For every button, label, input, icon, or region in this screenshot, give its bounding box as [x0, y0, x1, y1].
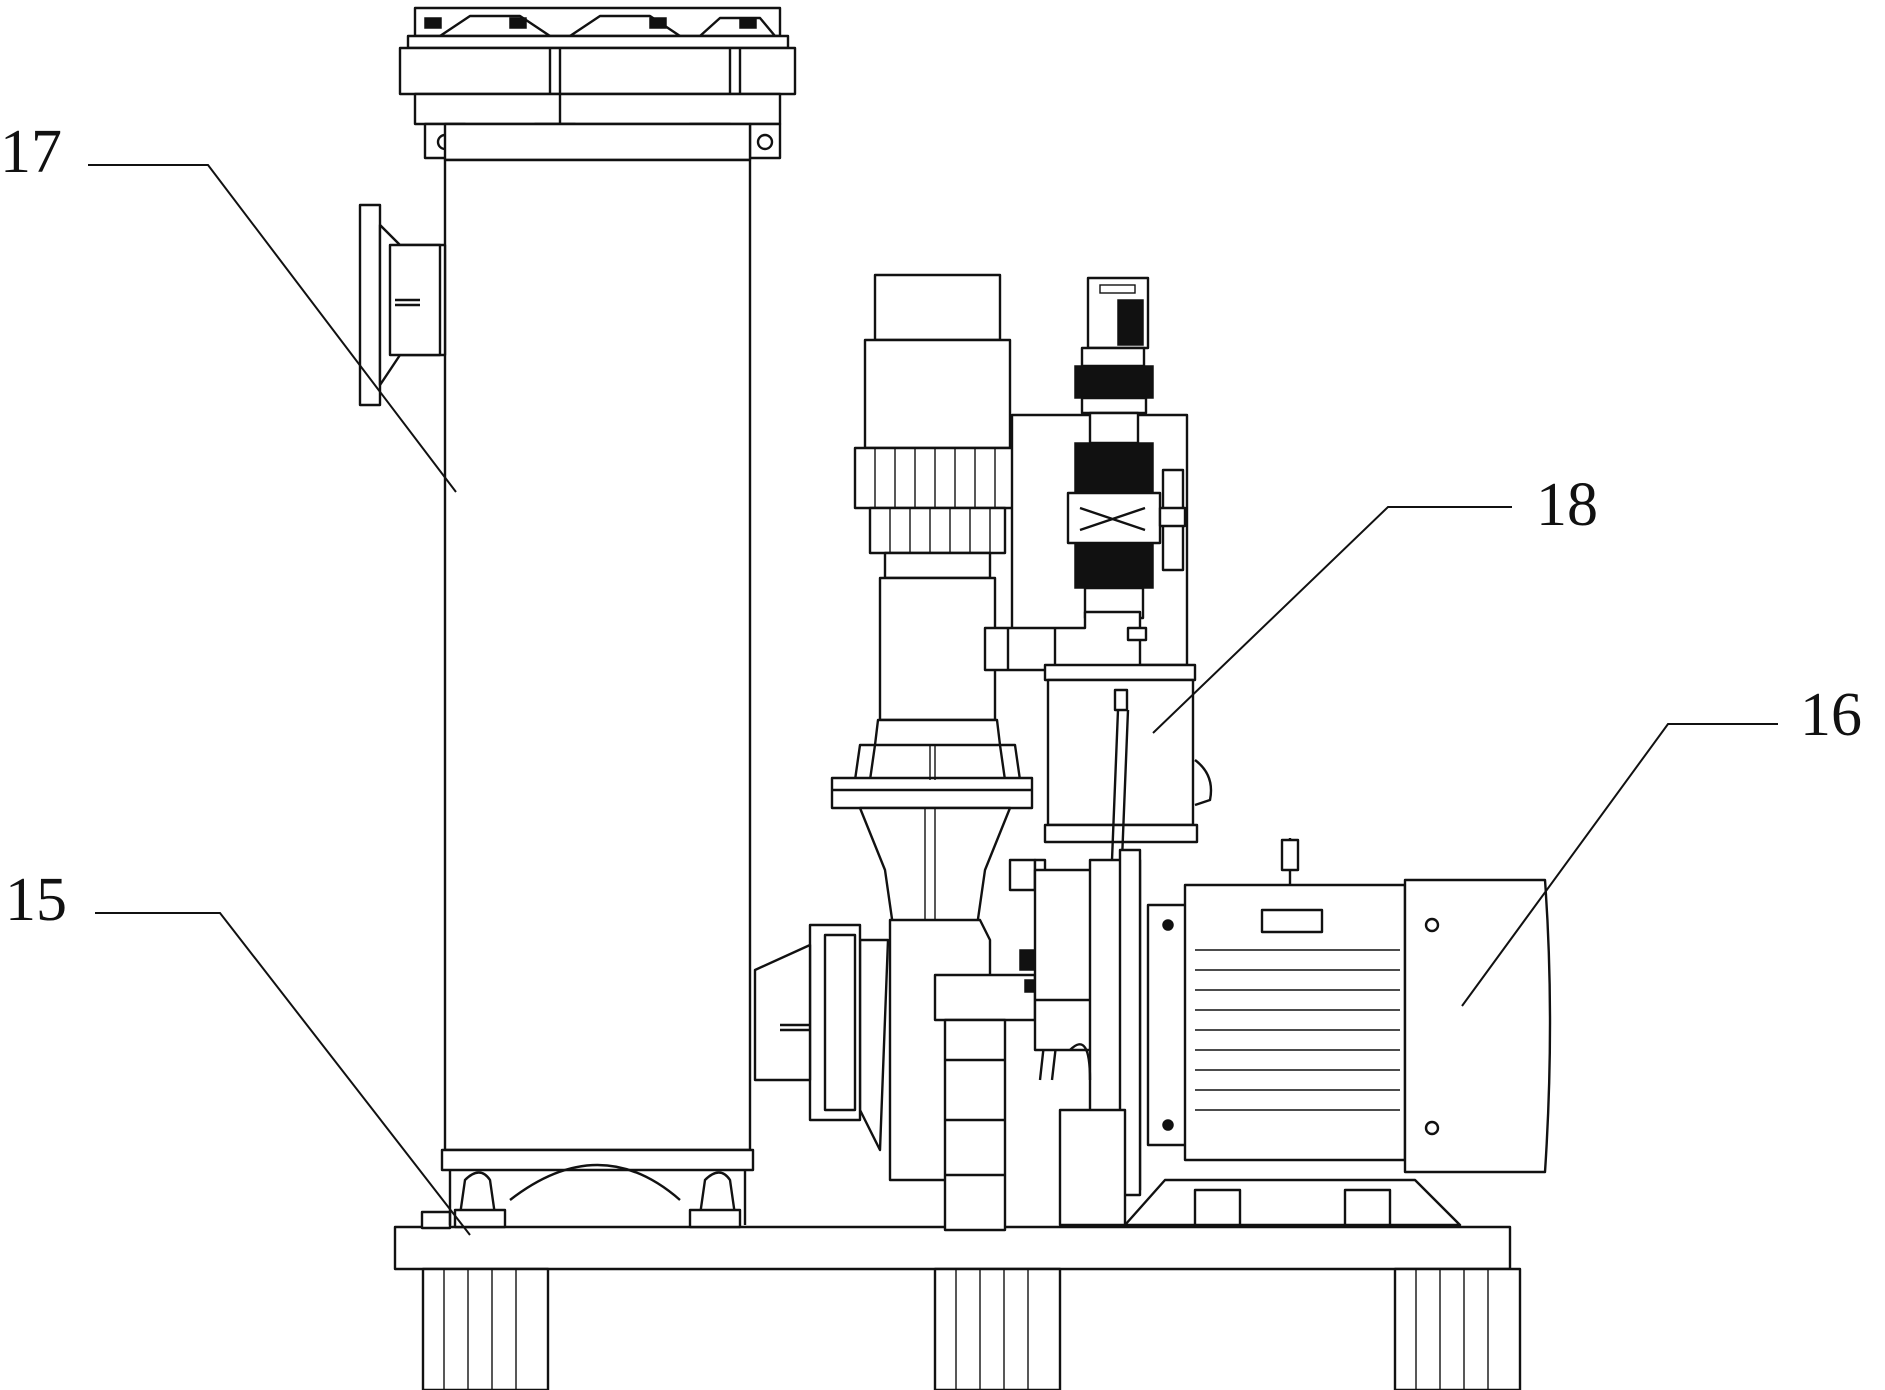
leader-18: [1152, 506, 1512, 734]
filter-housing: [358, 6, 797, 1229]
upper-pipe-assembly: [830, 273, 1034, 960]
base-foot-middle: [933, 1267, 1062, 1390]
leader-15: [95, 912, 471, 1236]
dosing-unit: [983, 276, 1213, 1081]
base-foot-left: [421, 1267, 550, 1390]
label-17: 17: [0, 118, 62, 186]
leader-lines: [88, 164, 1778, 1236]
electric-motor: [1123, 838, 1552, 1227]
label-18: 18: [1536, 471, 1598, 539]
pump-casing: [753, 848, 1142, 1232]
base-foot-right: [1393, 1267, 1522, 1390]
label-15: 15: [5, 866, 67, 934]
leader-16: [1461, 723, 1778, 1007]
base-frame: [393, 1210, 1522, 1390]
leader-17: [88, 164, 457, 493]
label-16: 16: [1800, 681, 1862, 749]
